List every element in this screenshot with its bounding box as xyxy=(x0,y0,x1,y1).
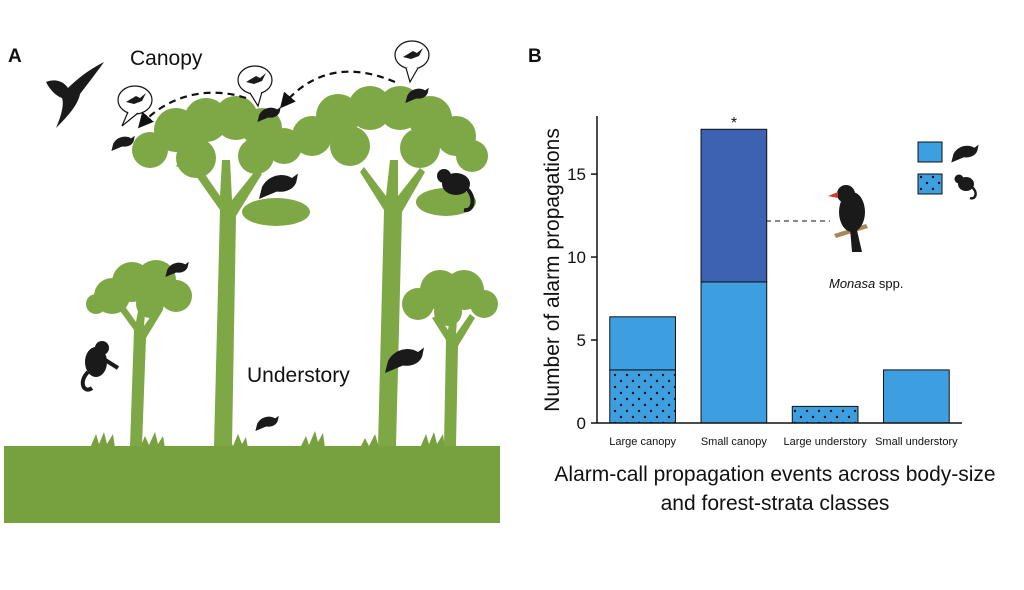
plot-area: 0 5 10 15 Large canopy Small canopy Large und… xyxy=(541,116,962,448)
monkey-understory-icon xyxy=(80,341,120,392)
legend xyxy=(917,141,979,200)
x-ticks-group: Large canopy Small canopy Large understory… xyxy=(591,173,958,448)
y-tick-label: 15 xyxy=(567,165,586,184)
caption-line-1: Alarm-call propagation events across bod… xyxy=(554,463,995,486)
canopy-bird-left-icon xyxy=(111,135,135,151)
bar-large-canopy-seg-1 xyxy=(609,316,676,371)
alarm-propagation-arrows xyxy=(137,70,396,129)
monkey-canopy-icon xyxy=(437,169,475,213)
legend-bird-icon xyxy=(951,144,979,163)
panel-b: B 0 5 10 15 Large canopy Small canopy Large u… xyxy=(528,46,996,515)
y-axis-label: Number of alarm propagations xyxy=(541,128,564,412)
y-tick-label: 10 xyxy=(567,248,586,267)
panel-a: A xyxy=(4,40,500,523)
arrow-right-to-mid xyxy=(280,70,396,109)
legend-swatch-solid xyxy=(917,141,943,163)
small-tree-bird-icon xyxy=(165,261,189,277)
alarm-bubble-mid xyxy=(237,65,273,108)
bar-small-canopy-seg-1 xyxy=(700,281,768,424)
legend-monkey-icon xyxy=(954,174,977,200)
bar-small-canopy-seg-2 xyxy=(700,128,768,283)
y-tick-label: 0 xyxy=(577,414,586,433)
arrow-mid-to-left xyxy=(137,91,247,129)
x-tick-label: Large understory xyxy=(784,436,868,448)
understory-label: Understory xyxy=(247,364,350,387)
x-tick-label: Small canopy xyxy=(701,436,768,448)
tree-small-left xyxy=(86,260,192,446)
panel-b-label: B xyxy=(528,46,542,67)
ground-bird-icon xyxy=(255,415,279,431)
alarm-bubble-left xyxy=(117,85,153,127)
flying-raptor-icon xyxy=(46,62,104,128)
bar-small-understory-seg-1 xyxy=(883,369,950,424)
bar-large-canopy-seg-0 xyxy=(609,369,676,424)
panel-a-label: A xyxy=(8,46,22,67)
significance-mark: * xyxy=(731,115,737,132)
y-tick-label: 5 xyxy=(577,331,586,350)
canopy-label: Canopy xyxy=(130,47,203,70)
monasa-label: Monasa spp. xyxy=(829,276,903,291)
x-tick-label: Large canopy xyxy=(609,436,676,448)
caption-line-2: and forest-strata classes xyxy=(661,492,890,515)
legend-swatch-dotted xyxy=(917,173,943,195)
perched-crow-icon xyxy=(259,173,298,199)
tree-tall-right xyxy=(292,86,488,446)
tree-small-right xyxy=(402,270,498,446)
bars-group xyxy=(609,128,950,424)
x-tick-label: Small understory xyxy=(875,436,958,448)
alarm-bubble-right xyxy=(394,40,430,84)
tree-tall-center xyxy=(132,96,310,446)
y-ticks-group: 0 5 10 15 xyxy=(567,165,586,433)
monasa-bird-icon xyxy=(828,185,868,252)
bar-large-understory-seg-0 xyxy=(791,405,859,424)
forest-ground xyxy=(4,446,500,523)
